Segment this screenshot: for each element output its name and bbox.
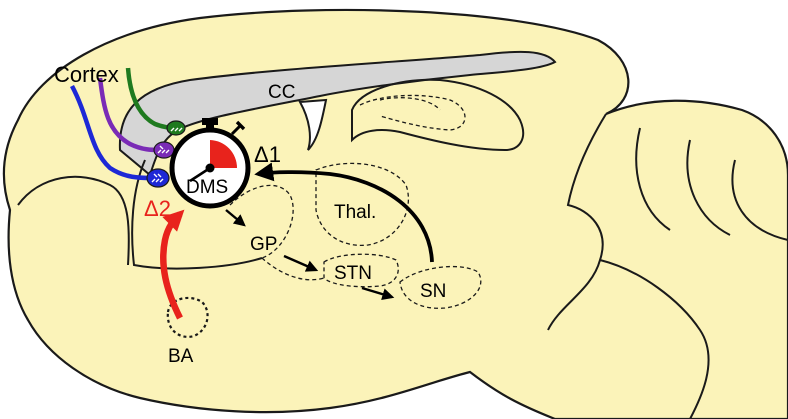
hippocampus-outline — [351, 78, 525, 152]
label-delta2: Δ2 — [144, 196, 171, 221]
sn-outline — [399, 265, 482, 309]
fornix — [298, 98, 328, 151]
label-delta1: Δ1 — [254, 142, 281, 167]
striatum-outline — [131, 159, 263, 270]
terminal-green-icon — [166, 120, 186, 136]
hippocampus-dashed — [359, 94, 466, 131]
label-ba: BA — [168, 346, 194, 367]
label-cc: CC — [268, 82, 295, 103]
arrow-dms-to-gp — [225, 209, 246, 227]
frontal-contour — [17, 175, 130, 266]
label-sn: SN — [420, 281, 446, 302]
terminal-purple-icon — [153, 141, 175, 159]
hippocampus-dashed-2 — [379, 97, 441, 111]
label-thal: Thal. — [334, 202, 376, 223]
arrow-stn-to-sn — [361, 286, 395, 300]
label-dms: DMS — [186, 177, 228, 198]
arrow-ba-to-dms — [160, 209, 185, 320]
terminal-blue-icon — [146, 168, 170, 188]
arrow-gp-to-stn — [283, 254, 319, 272]
cerebellum-folia — [547, 113, 788, 419]
label-cortex: Cortex — [54, 62, 119, 87]
label-gp: GP — [250, 234, 277, 255]
striatum-dashed — [229, 184, 294, 259]
cortex-projection-blue — [70, 84, 153, 181]
ba-outline — [166, 296, 209, 338]
stopwatch-icon — [169, 118, 251, 209]
label-stn: STN — [334, 263, 372, 284]
cortex-projection-purple — [97, 77, 161, 153]
arrow-sn-to-dms — [254, 162, 434, 263]
stn-outline — [323, 253, 399, 288]
